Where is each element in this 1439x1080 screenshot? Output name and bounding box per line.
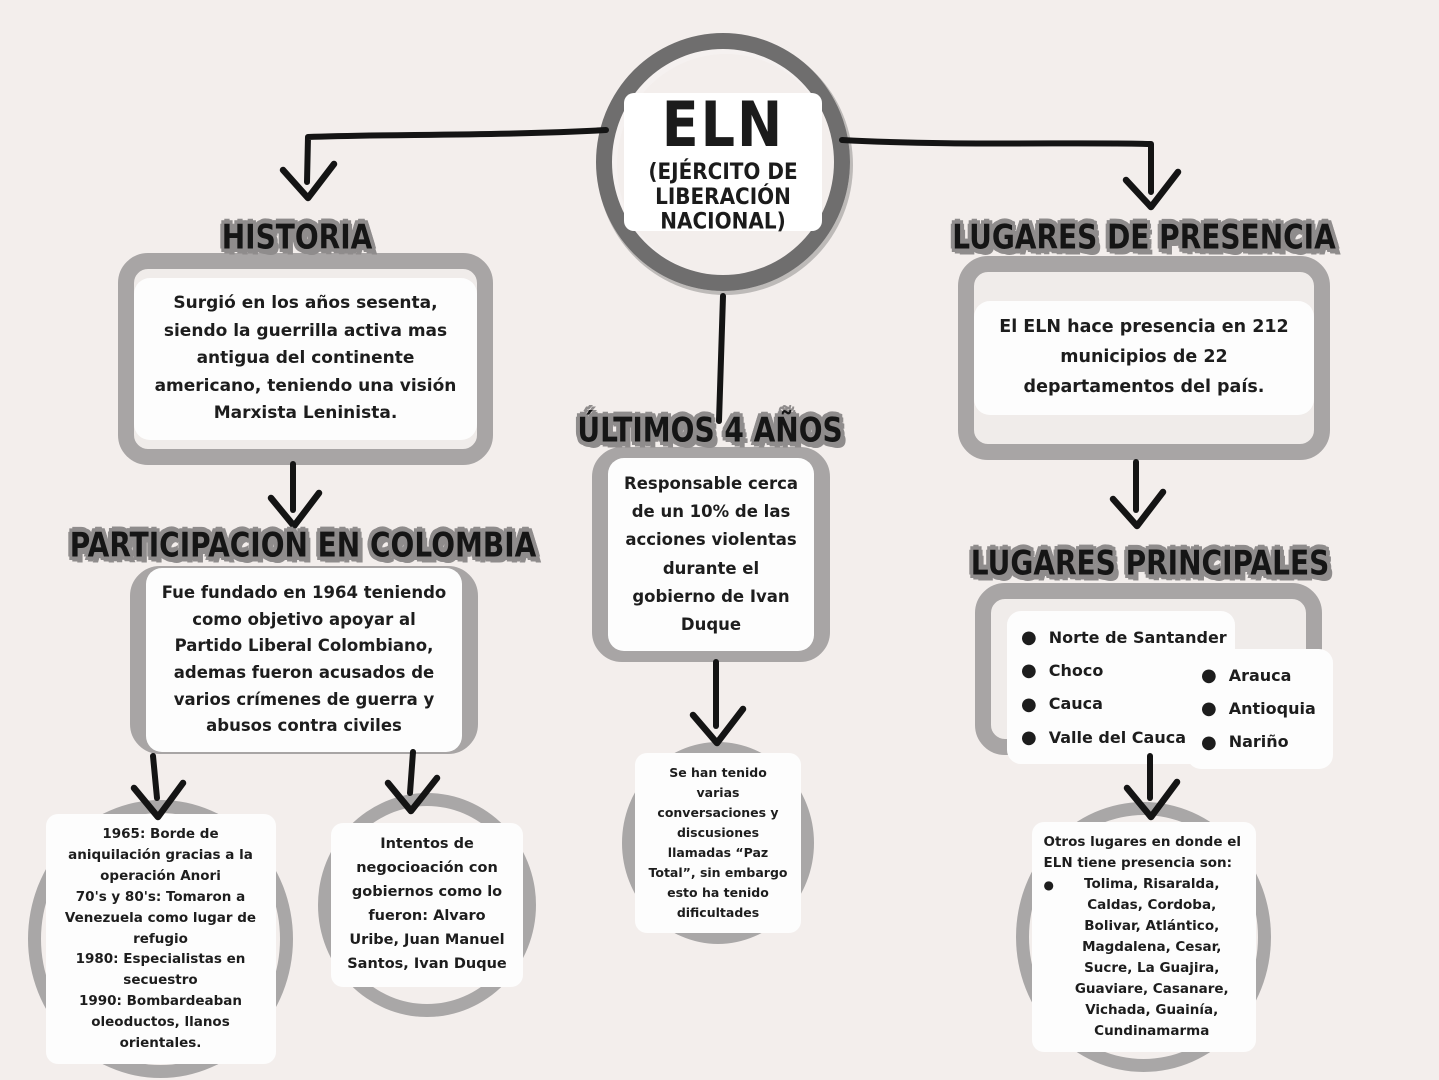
- list-item: ● Cauca: [1021, 688, 1221, 721]
- arrow-historia-to-participacion: [267, 461, 323, 530]
- presencia-box: El ELN hace presencia en 212 municipios …: [958, 256, 1330, 460]
- heading-ultimos: ÚLTIMOS 4 AÑOS: [577, 409, 843, 450]
- list-item-label: Valle del Cauca: [1048, 727, 1186, 747]
- historia-text: Surgió en los años sesenta, siendo la gu…: [134, 278, 477, 440]
- paz-total-circle: Se han tenido varias conversaciones y di…: [622, 742, 814, 944]
- root-label: ELN (EJÉRCITO DE LIBERACIÓN NACIONAL): [624, 88, 822, 234]
- timeline-circle: 1965: Borde de aniquilación gracias a la…: [28, 800, 293, 1078]
- list-item: ● Arauca: [1201, 659, 1319, 692]
- timeline-item: 1980: Especialistas en secuestro: [75, 951, 246, 989]
- list-item-label: Arauca: [1228, 665, 1292, 685]
- principales-right-list: ● Arauca ● Antioquia ● Nariño: [1187, 649, 1333, 769]
- bullet-icon: ●: [1201, 731, 1217, 753]
- list-item: ● Antioquia: [1201, 692, 1319, 725]
- presencia-text: El ELN hace presencia en 212 municipios …: [974, 301, 1314, 415]
- otros-item-label: Tolima, Risaralda, Caldas, Cordoba, Boli…: [1074, 876, 1229, 1039]
- bullet-icon: ●: [1043, 878, 1054, 893]
- otros-lugares-text: Otros lugares en donde el ELN tiene pres…: [1031, 822, 1256, 1052]
- paz-total-text: Se han tenido varias conversaciones y di…: [635, 753, 801, 933]
- heading-participacion: PARTICIPACION EN COLOMBIA: [69, 524, 537, 565]
- arrow-ultimos-to-paz: [689, 659, 747, 747]
- timeline-item: 1965: Borde de aniquilación gracias a la…: [68, 825, 253, 884]
- bullet-icon: ●: [1021, 660, 1037, 682]
- bullet-icon: ●: [1201, 698, 1217, 720]
- arrow-presencia-to-principales: [1109, 459, 1167, 530]
- timeline-item: 70's y 80's: Tomaron a Venezuela como lu…: [64, 888, 257, 947]
- root-subtitle: (EJÉRCITO DE LIBERACIÓN NACIONAL): [648, 157, 798, 234]
- bullet-icon: ●: [1021, 627, 1037, 648]
- bullet-icon: ●: [1021, 726, 1037, 748]
- principales-box: ● Norte de Santander ● Choco ● Cauca ● Valle…: [975, 583, 1333, 769]
- participacion-text: Fue fundado en 1964 teniendo como objeti…: [146, 567, 462, 753]
- otros-intro: Otros lugares en donde el ELN tiene pres…: [1043, 834, 1241, 872]
- bullet-icon: ●: [1201, 665, 1217, 686]
- list-item-label: Choco: [1048, 661, 1104, 681]
- list-item: ● Norte de Santander: [1021, 621, 1227, 654]
- ultimos-box: Responsable cerca de un 10% de las accio…: [592, 447, 830, 662]
- otros-item: ● Tolima, Risaralda, Caldas, Cordoba, Bo…: [1044, 874, 1244, 1041]
- line-root-to-ultimos: [716, 293, 726, 424]
- historia-box: Surgió en los años sesenta, siendo la gu…: [118, 253, 493, 465]
- timeline-item: 1990: Bombardeaban oleoductos, llanos or…: [78, 993, 243, 1052]
- list-item-label: Cauca: [1048, 694, 1103, 714]
- heading-historia: HISTORIA: [221, 216, 373, 257]
- list-item-label: Antioquia: [1228, 699, 1316, 719]
- otros-lugares-circle: Otros lugares en donde el ELN tiene pres…: [1016, 802, 1271, 1072]
- heading-presencia: LUGARES DE PRESENCIA: [952, 216, 1336, 257]
- list-item: ● Nariño: [1201, 726, 1319, 759]
- root-title: ELN: [661, 88, 785, 162]
- heading-principales: LUGARES PRINCIPALES: [970, 542, 1330, 583]
- participacion-box: Fue fundado en 1964 teniendo como objeti…: [130, 566, 478, 754]
- bullet-icon: ●: [1021, 693, 1037, 715]
- list-item: ● Valle del Cauca: [1021, 721, 1221, 754]
- arrow-root-to-presencia: [839, 137, 1182, 211]
- list-item: ● Choco: [1021, 654, 1221, 687]
- ultimos-text: Responsable cerca de un 10% de las accio…: [608, 458, 814, 651]
- negociacion-circle: Intentos de negocioación con gobiernos c…: [318, 793, 536, 1017]
- arrow-root-to-historia: [279, 127, 609, 202]
- root-node-eln: ELN (EJÉRCITO DE LIBERACIÓN NACIONAL): [596, 33, 850, 291]
- list-item-label: Norte de Santander: [1048, 627, 1227, 647]
- list-item-label: Nariño: [1228, 732, 1289, 752]
- negociacion-text: Intentos de negocioación con gobiernos c…: [331, 823, 523, 987]
- timeline-text: 1965: Borde de aniquilación gracias a la…: [45, 813, 276, 1065]
